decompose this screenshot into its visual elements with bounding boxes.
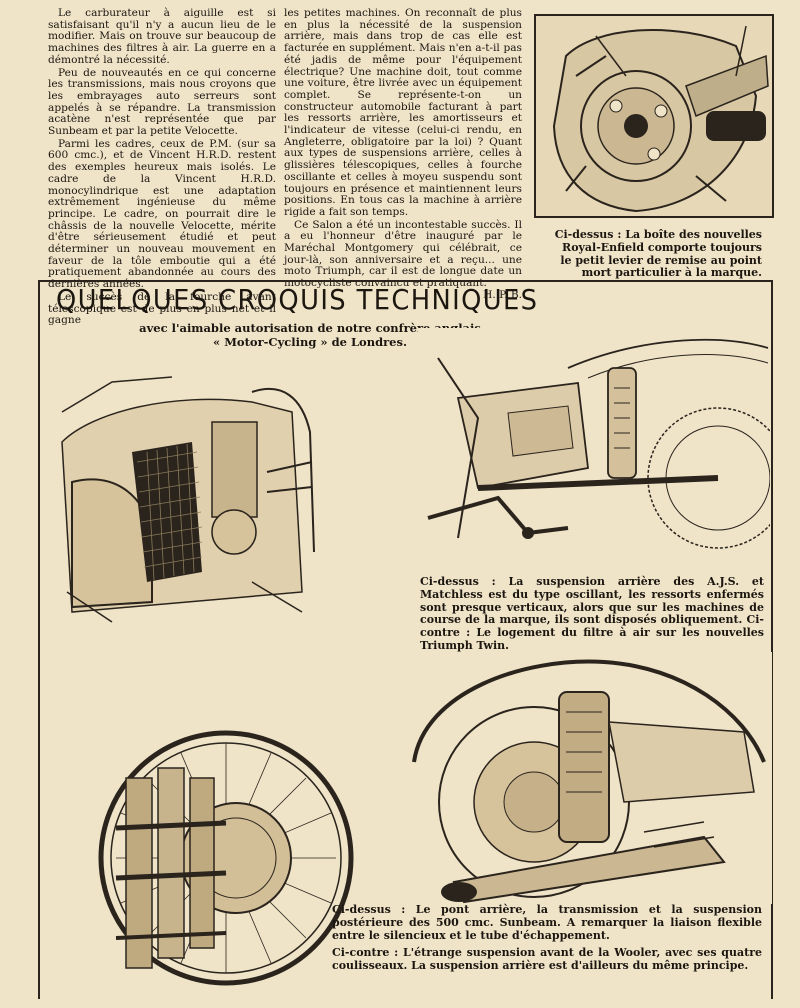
paragraph: Peu de nouveautés en ce qui concerne les… <box>48 66 276 138</box>
air-filter-sketch <box>52 352 320 630</box>
section-title: QUELQUES CROQUIS TECHNIQUES <box>56 283 539 316</box>
gearbox-sketch <box>536 16 772 216</box>
paragraph: Le succès de la fourche avant télescopiq… <box>48 290 276 327</box>
ajs-matchless-suspension-illustration <box>418 328 770 562</box>
wooler-front-suspension-illustration <box>86 708 358 990</box>
sunbeam-rear-axle-illustration <box>404 652 772 904</box>
caption-ajs-matchless: Ci-dessus : La suspension arrière des A.… <box>420 575 764 652</box>
caption-wooler: Ci-contre : L'étrange suspension avant d… <box>332 946 762 972</box>
royal-enfield-gearbox-illustration <box>534 14 774 218</box>
paragraph: Ce Salon a été un incontestable succès. … <box>284 218 522 290</box>
paragraph: les petites machines. On reconnaît de pl… <box>284 7 522 218</box>
article-middle-column: les petites machines. On reconnaît de pl… <box>284 7 522 302</box>
triumph-air-filter-illustration <box>52 352 320 630</box>
wooler-wheel-sketch <box>86 708 358 990</box>
paragraph: Parmi les cadres, ceux de P.M. (sur sa 6… <box>48 137 276 291</box>
caption-sunbeam: Ci-dessus : Le pont arrière, la transmis… <box>332 903 762 942</box>
caption-royal-enfield: Ci-dessus : La boîte des nouvelles Royal… <box>554 228 762 280</box>
sunbeam-sketch <box>404 652 772 904</box>
subtitle-line-1: avec l'aimable autorisation de notre con… <box>139 321 481 335</box>
subtitle-line-2: « Motor-Cycling » de Londres. <box>213 334 407 349</box>
paragraph: Le carburateur à aiguille est si satisfa… <box>48 7 276 66</box>
article-left-column: Le carburateur à aiguille est si satisfa… <box>48 7 276 327</box>
technical-sketches-frame <box>38 280 773 999</box>
rear-suspension-sketch <box>418 328 770 562</box>
author-signature: H. P. B. <box>483 288 522 301</box>
section-subtitle: avec l'aimable autorisation de notre con… <box>100 321 520 349</box>
